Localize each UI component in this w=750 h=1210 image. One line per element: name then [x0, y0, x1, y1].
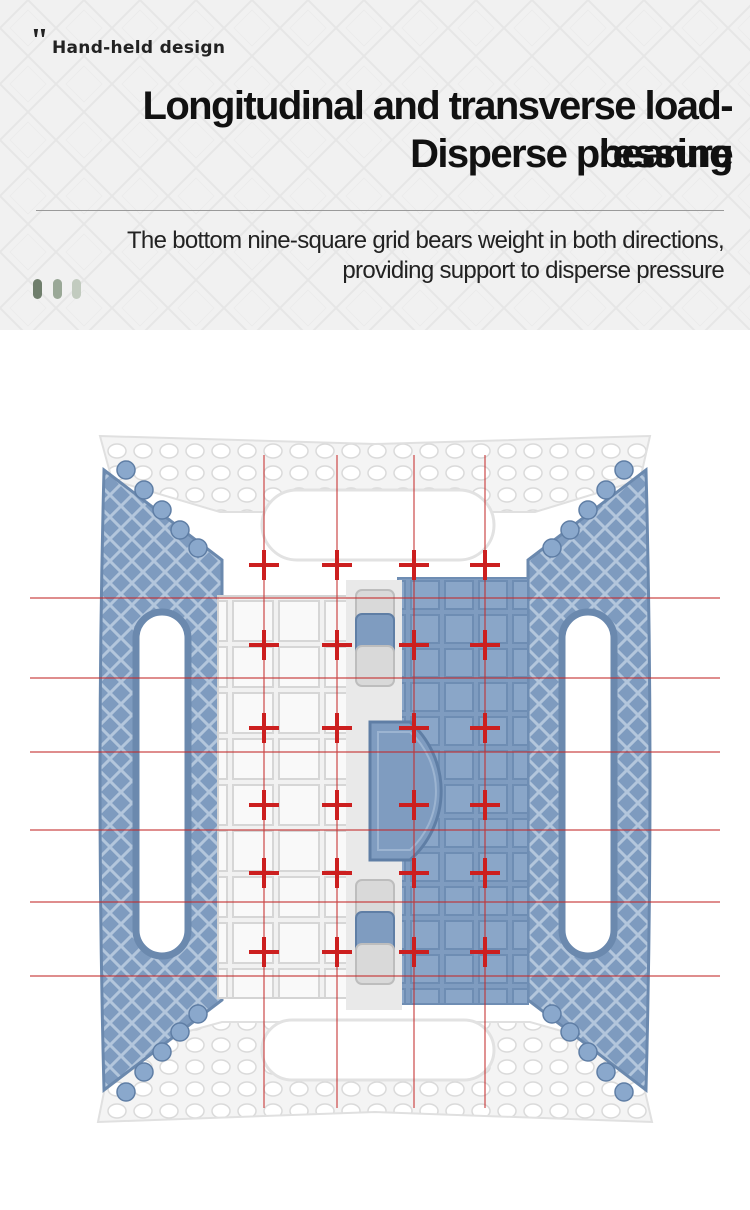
plus-marker-icon — [399, 550, 429, 580]
plus-marker-icon — [399, 858, 429, 888]
plus-marker-icon — [470, 630, 500, 660]
plus-marker-icon — [249, 790, 279, 820]
plus-marker-icon — [249, 630, 279, 660]
plus-marker-icon — [470, 550, 500, 580]
title-line-2: Disperse pressure — [410, 132, 733, 176]
plus-marker-icon — [322, 790, 352, 820]
plus-marker-icon — [399, 937, 429, 967]
plus-marker-icon — [322, 630, 352, 660]
stool-body — [96, 434, 654, 1124]
quote-icon: " — [30, 22, 49, 59]
plus-marker-icon — [399, 630, 429, 660]
plus-marker-icon — [249, 937, 279, 967]
pressure-markers — [249, 550, 500, 967]
plus-marker-icon — [249, 858, 279, 888]
header-section: " Hand-held design Longitudinal and tran… — [0, 0, 750, 330]
title-line-1: Longitudinal and transverse load-bearing — [142, 84, 733, 176]
plus-marker-icon — [399, 790, 429, 820]
accent-dot — [72, 279, 81, 299]
plus-marker-icon — [470, 858, 500, 888]
accent-dot — [33, 279, 42, 299]
plus-marker-icon — [249, 713, 279, 743]
plus-marker-icon — [470, 790, 500, 820]
plus-marker-icon — [322, 937, 352, 967]
plus-marker-icon — [470, 713, 500, 743]
description-line-1: The bottom nine-square grid bears weight… — [126, 227, 725, 254]
description-line-2: providing support to disperse pressure — [342, 257, 724, 284]
plus-marker-icon — [322, 858, 352, 888]
plus-marker-icon — [399, 713, 429, 743]
tagline: Hand-held design — [52, 38, 226, 58]
plus-marker-icon — [322, 550, 352, 580]
plus-marker-icon — [322, 713, 352, 743]
plus-marker-icon — [249, 550, 279, 580]
divider-line — [36, 210, 724, 211]
stool-photo — [30, 434, 720, 1124]
plus-marker-icon — [470, 937, 500, 967]
diamond-pattern-background — [0, 0, 750, 330]
accent-dot — [53, 279, 62, 299]
